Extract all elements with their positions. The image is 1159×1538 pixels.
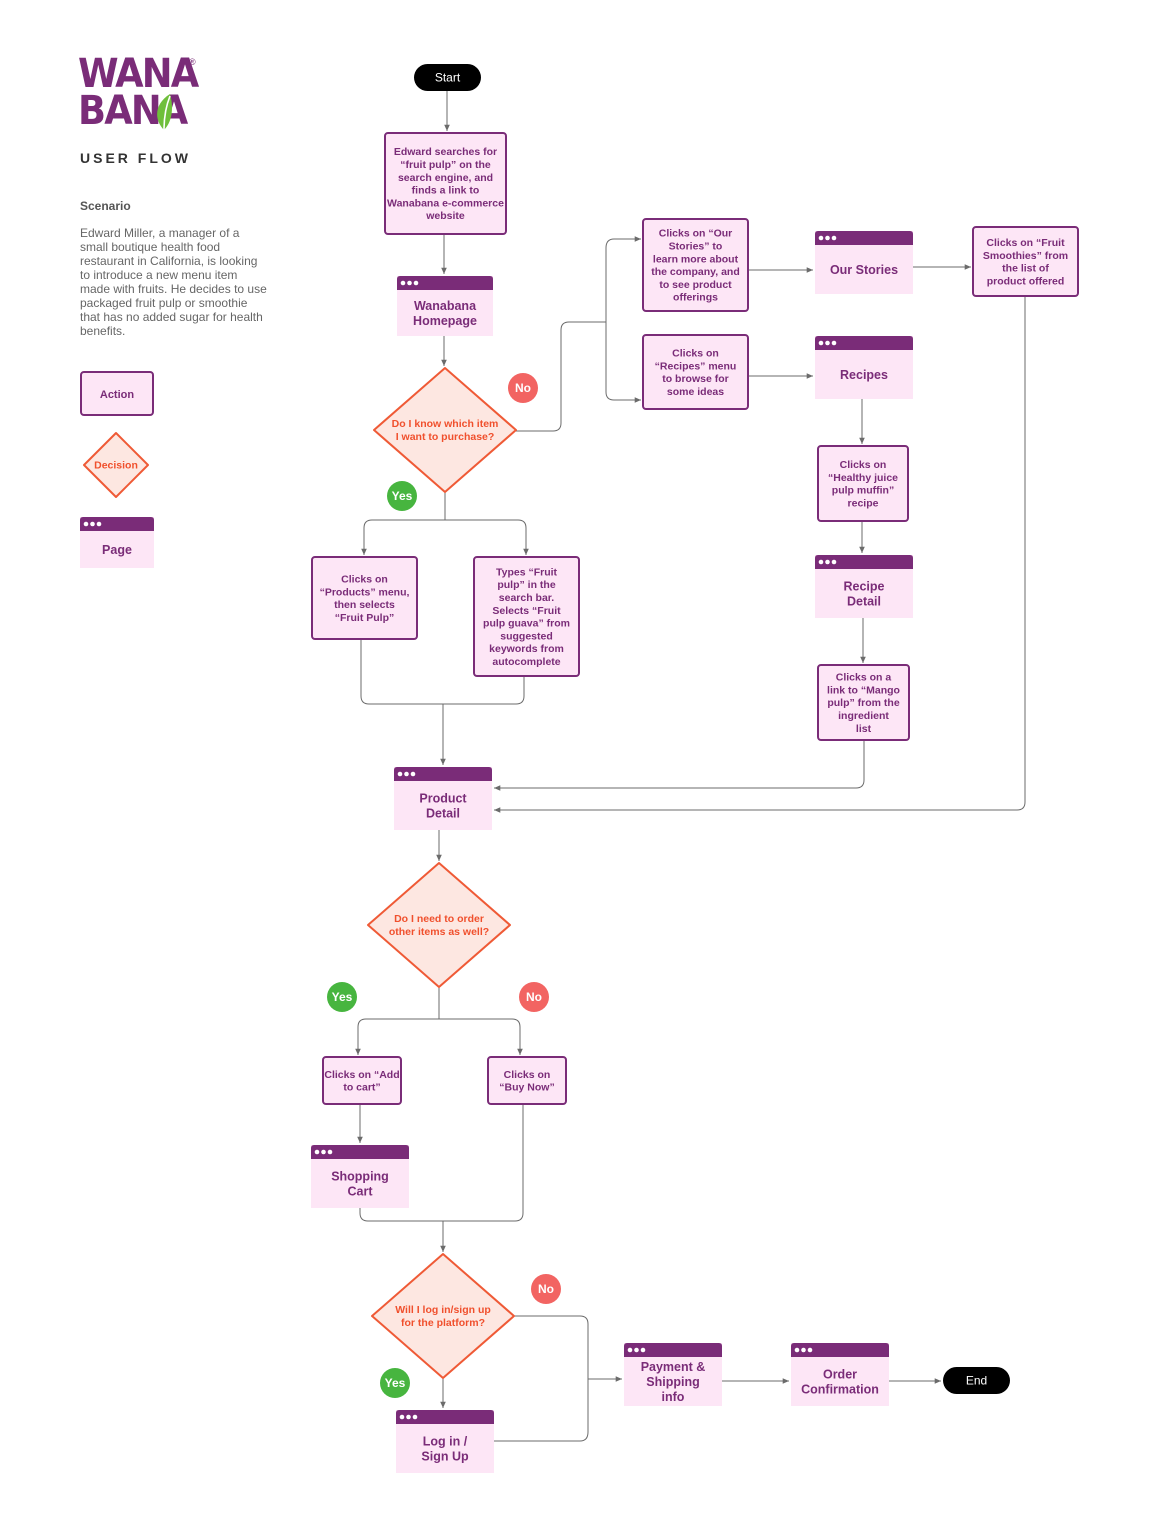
badge-label: No [515, 381, 531, 395]
connector-line [516, 321, 606, 432]
terminal-label: Start [435, 71, 461, 85]
page-recipes: Recipes [815, 336, 913, 399]
window-dots-icon [818, 340, 837, 346]
connector-line [605, 322, 641, 403]
action-buy-now: Clicks on“Buy Now” [487, 1056, 567, 1105]
window-dots-icon [399, 1414, 418, 1420]
badge-no-login: No [531, 1274, 561, 1304]
scenario-text: Edward Miller, a manager of a small bout… [80, 226, 267, 338]
action-label: Clicks on“Products” menu,then selects“Fr… [320, 573, 410, 623]
connector-line [355, 1018, 439, 1055]
scenario-title: Scenario [80, 199, 131, 213]
connector-line [443, 676, 525, 705]
page-title: USER FLOW [80, 150, 191, 166]
badge-yes-login: Yes [380, 1368, 410, 1398]
badge-label: No [526, 990, 542, 1004]
action-products-menu: Clicks on“Products” menu,then selects“Fr… [311, 556, 418, 640]
logo-text-line1: WANA [78, 51, 199, 97]
window-dots-icon [397, 771, 416, 777]
page-label: Recipes [840, 368, 888, 382]
terminal-label: End [966, 1374, 987, 1388]
window-dots-icon [400, 280, 419, 286]
legend-decision: Decision [83, 432, 149, 498]
badge-label: Yes [332, 990, 353, 1004]
window-dots-icon [818, 235, 837, 241]
connector-line [494, 740, 865, 791]
decision-label: Decision [94, 460, 138, 472]
registered-mark: ® [189, 57, 196, 67]
badge-no-order-more: No [519, 982, 549, 1012]
page-label: Our Stories [830, 263, 898, 277]
page-our-stories: Our Stories [815, 231, 913, 294]
connector-line [494, 1315, 589, 1442]
page-label: Page [102, 543, 132, 557]
window-dots-icon [627, 1347, 646, 1353]
badge-yes-know-item: Yes [387, 481, 417, 511]
legend-page: Page [80, 517, 154, 568]
connector-line [494, 296, 1026, 813]
badge-yes-order-more: Yes [327, 982, 357, 1012]
legend-action-label: Action [100, 389, 135, 401]
page-label: Log in /Sign Up [421, 1434, 469, 1463]
window-dots-icon [314, 1149, 333, 1155]
window-dots-icon [83, 521, 102, 527]
badge-label: No [538, 1282, 554, 1296]
connector-line [361, 519, 445, 555]
connector-line [445, 519, 529, 555]
window-dots-icon [794, 1347, 813, 1353]
connector-line [443, 1104, 524, 1222]
connector-line [360, 639, 443, 705]
window-dots-icon [818, 559, 837, 565]
badge-no-know-item: No [508, 373, 538, 403]
wanabana-logo: WANA BANA ® [78, 51, 203, 138]
leaf-icon [157, 94, 172, 131]
legend-action: Action [80, 371, 154, 416]
connector-line [439, 1018, 523, 1055]
badge-label: Yes [392, 489, 413, 503]
start-terminal: Start [414, 64, 481, 91]
page-login-signup: Log in /Sign Up [396, 1410, 494, 1473]
connector-line [359, 1208, 443, 1222]
connector-line [605, 236, 641, 322]
end-terminal: End [943, 1367, 1010, 1394]
badge-label: Yes [385, 1376, 406, 1390]
action-label: Clicks on“Buy Now” [499, 1069, 554, 1094]
